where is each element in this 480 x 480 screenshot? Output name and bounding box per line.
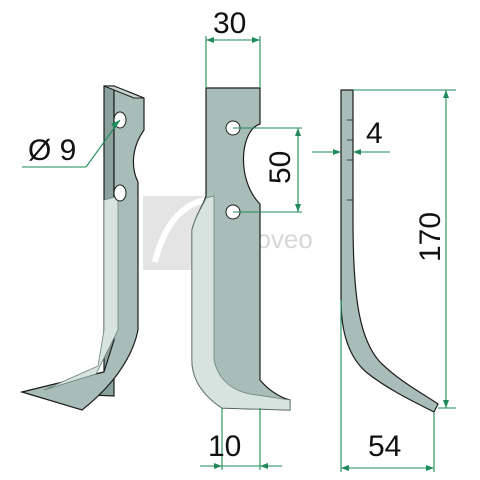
blade-front-bevel [191, 195, 291, 411]
mounting-hole-lower [113, 184, 127, 202]
blade-side-view [340, 89, 439, 413]
label-thickness: 4 [366, 117, 383, 150]
dimension-arrows [111, 37, 449, 471]
blade-front-face [19, 85, 145, 411]
blade-side-outline [340, 89, 439, 413]
label-hole-spacing: 50 [264, 151, 297, 184]
dimension-lines [22, 36, 456, 472]
blade-front-view [191, 87, 291, 411]
blade-side-face [21, 85, 115, 397]
label-depth: 54 [368, 430, 401, 463]
label-height: 170 [414, 212, 447, 262]
blade-bevel [43, 195, 119, 391]
label-top-width: 30 [213, 7, 246, 40]
label-hole-diameter: Ø 9 [28, 134, 76, 167]
label-tip-thickness: 10 [208, 430, 241, 463]
